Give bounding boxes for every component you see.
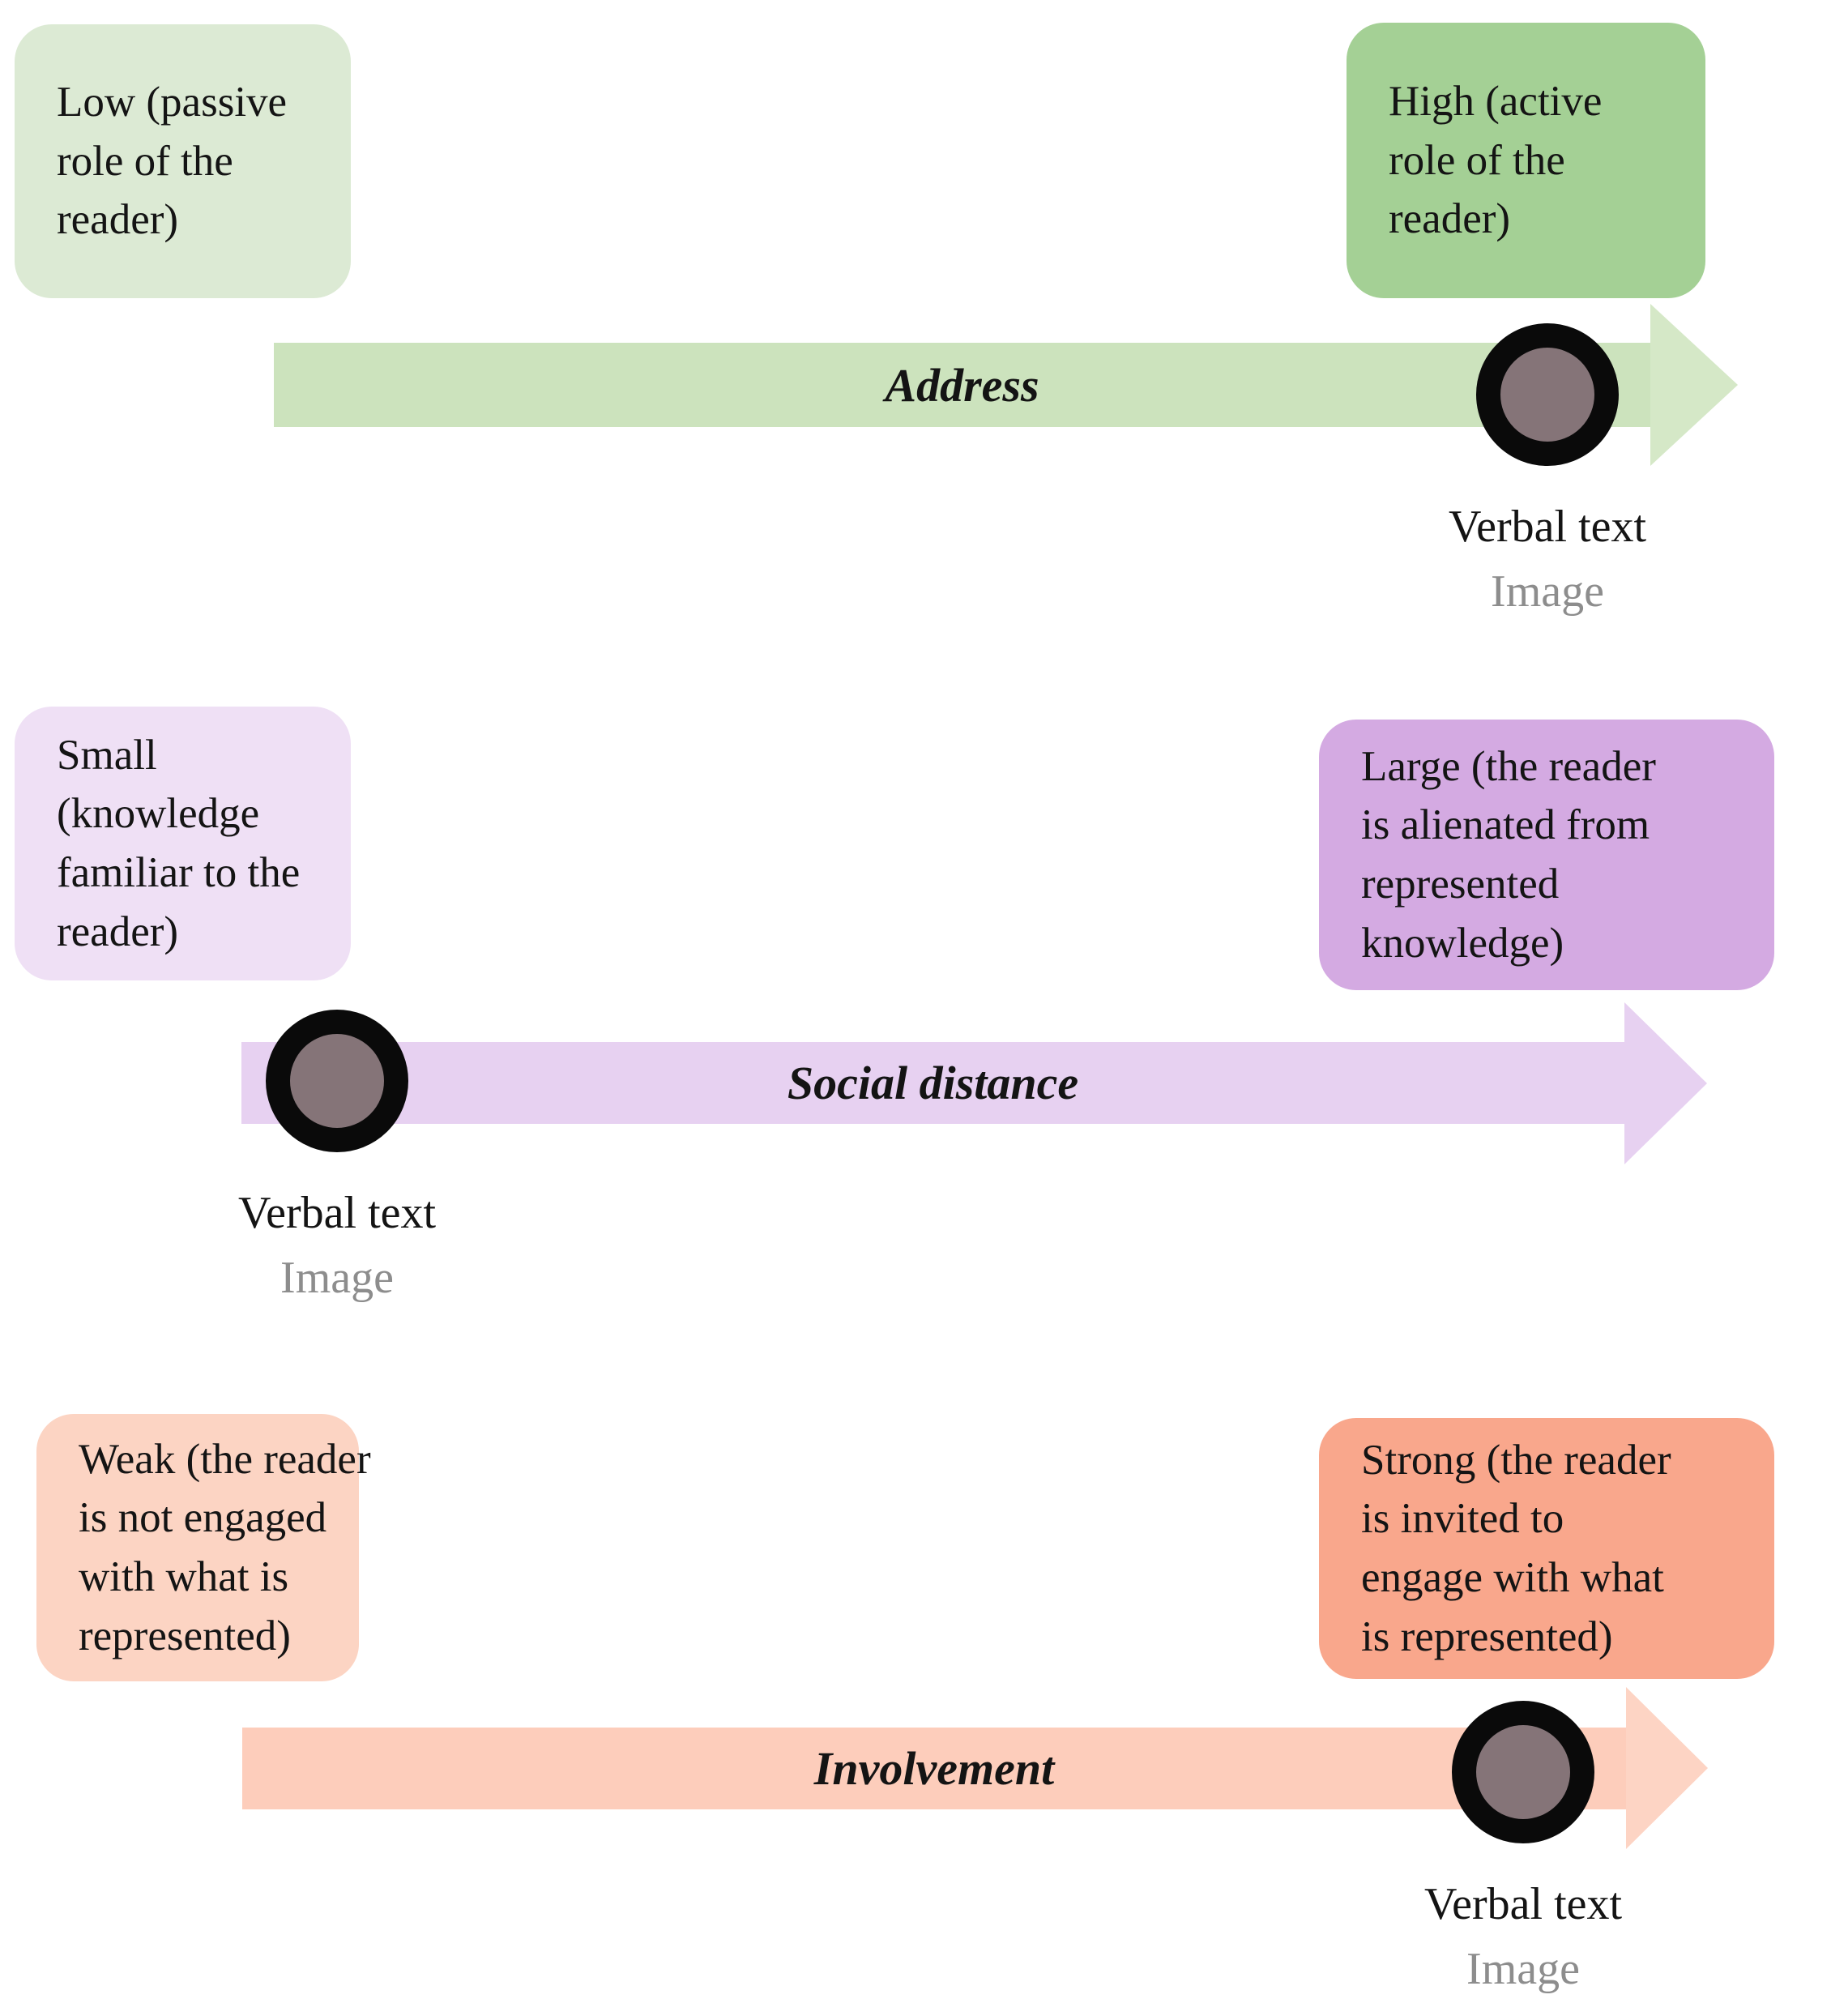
box-text-line: is represented) bbox=[1361, 1612, 1613, 1660]
box-text-line: reader) bbox=[57, 196, 179, 244]
address-high-box: High (active role of the reader) bbox=[1347, 23, 1705, 298]
box-text-line: (knowledge bbox=[57, 790, 260, 838]
box-text-line: Weak (the reader bbox=[79, 1435, 371, 1483]
address-arrow: Address bbox=[274, 304, 1738, 466]
address-arrow-body: Address bbox=[274, 343, 1650, 427]
social-distance-arrowhead-icon bbox=[1624, 1002, 1707, 1164]
social-distance-arrow: Social distance bbox=[241, 1002, 1707, 1164]
involvement-low-box: Weak (the reader is not engaged with wha… bbox=[36, 1414, 371, 1681]
box-text-line: represented bbox=[1361, 861, 1560, 908]
address-arrow-label: Address bbox=[885, 358, 1039, 412]
box-text-line: knowledge) bbox=[1361, 919, 1564, 967]
box-text-line: engage with what bbox=[1361, 1554, 1664, 1601]
involvement-arrow: Involvement bbox=[242, 1687, 1708, 1849]
social-distance-arrow-label: Social distance bbox=[787, 1057, 1079, 1109]
social-distance-image-label: Image bbox=[280, 1253, 394, 1303]
box-text-line: represented) bbox=[79, 1612, 291, 1659]
involvement-arrow-body: Involvement bbox=[242, 1728, 1626, 1809]
box-text-line: Strong (the reader bbox=[1361, 1436, 1671, 1484]
involvement-verbal-text-label: Verbal text bbox=[1423, 1879, 1623, 1929]
involvement-image-label: Image bbox=[1466, 1944, 1580, 1994]
box-text-line: reader) bbox=[57, 908, 179, 955]
box-text-line: reader) bbox=[1389, 195, 1511, 243]
box-text-line: with what is bbox=[79, 1553, 289, 1600]
box-text-line: is alienated from bbox=[1361, 801, 1650, 849]
involvement-arrow-label: Involvement bbox=[813, 1742, 1055, 1795]
address-verbal-text-label: Verbal text bbox=[1448, 502, 1647, 552]
social-distance-verbal-text-label: Verbal text bbox=[237, 1188, 437, 1238]
address-arrowhead-icon bbox=[1650, 304, 1738, 466]
box-text-line: Small bbox=[57, 731, 157, 779]
address-low-box: Low (passive role of the reader) bbox=[15, 24, 351, 298]
social-distance-low-box: Small (knowledge familiar to the reader) bbox=[15, 707, 351, 980]
box-text-line: Low (passive bbox=[57, 79, 288, 126]
box-text-line: is invited to bbox=[1361, 1495, 1564, 1543]
involvement-marker-dot bbox=[1452, 1701, 1594, 1843]
address-image-label: Image bbox=[1491, 566, 1604, 617]
box-text-line: is not engaged bbox=[79, 1494, 327, 1542]
social-distance-high-box: Large (the reader is alienated from repr… bbox=[1319, 720, 1774, 990]
box-text-line: role of the bbox=[1389, 136, 1565, 184]
box-text-line: role of the bbox=[57, 137, 233, 185]
box-text-line: High (active bbox=[1389, 78, 1603, 126]
involvement-arrowhead-icon bbox=[1626, 1687, 1708, 1849]
box-text-line: familiar to the bbox=[57, 849, 301, 896]
address-marker-dot bbox=[1476, 323, 1619, 466]
box-text-line: Large (the reader bbox=[1361, 742, 1656, 790]
involvement-high-box: Strong (the reader is invited to engage … bbox=[1319, 1418, 1774, 1679]
social-distance-marker-dot bbox=[266, 1010, 408, 1152]
social-distance-arrow-body: Social distance bbox=[241, 1042, 1624, 1124]
